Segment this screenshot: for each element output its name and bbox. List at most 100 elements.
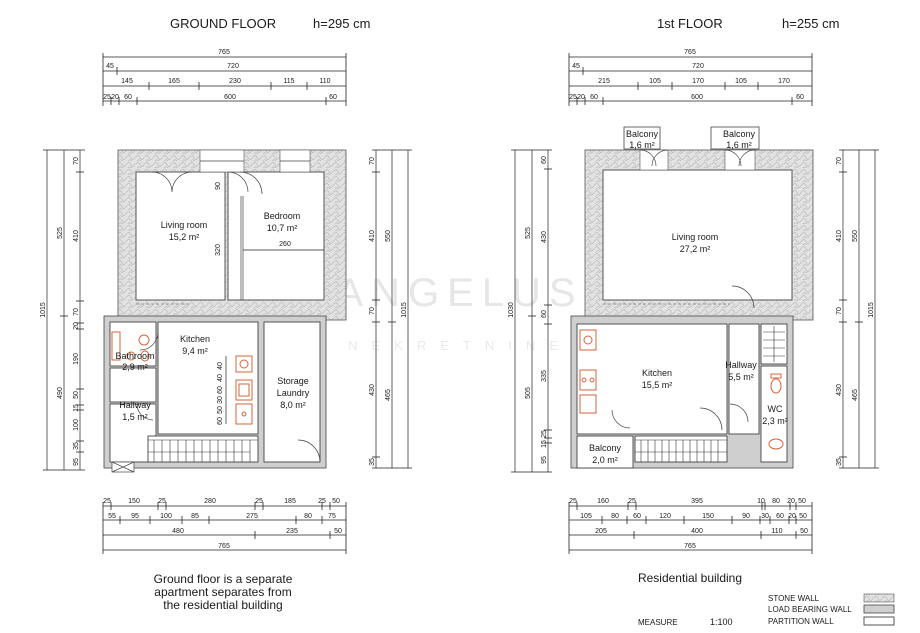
first-bottom-dimensions: 25 160 25 395 10 80 20 50 105 80 60 120 …: [568, 498, 813, 554]
dim-label: 145: [121, 78, 133, 85]
dim-label: 20: [787, 498, 795, 505]
dim-label: 35: [836, 458, 843, 466]
dim-label: 95: [73, 458, 80, 466]
dim-label: 320: [215, 244, 222, 256]
room-name: Hallway: [119, 400, 151, 410]
dim-label: 150: [128, 498, 140, 505]
ground-floor-height: h=295 cm: [313, 16, 370, 31]
ground-right-dimensions: 70 410 70 430 35 550 465 1015: [369, 149, 412, 469]
dim-label: 50: [332, 498, 340, 505]
dim-label: 25: [103, 498, 111, 505]
dim-label: 60: [633, 513, 641, 520]
dim-label: 25: [318, 498, 326, 505]
kitchen-area: [576, 323, 728, 435]
dim-label: 55: [108, 513, 116, 520]
dim-label: 90: [742, 513, 750, 520]
load-bearing-swatch: [863, 604, 895, 614]
dim-label: 25: [569, 94, 577, 101]
dim-label: 80: [611, 513, 619, 520]
dim-label: 260: [279, 241, 291, 248]
dim-label: 400: [691, 528, 703, 535]
dim-label: 490: [57, 387, 64, 399]
sanitary-fixtures: [111, 331, 253, 425]
dim-label: 280: [204, 498, 216, 505]
dim-label: 205: [595, 528, 607, 535]
first-left-dimensions: 1030 525 505 60 430 60 335 25 15 95: [508, 149, 552, 473]
room-area: 2,3 m²: [762, 416, 788, 426]
scale-value: 1:100: [710, 617, 733, 627]
measure-label: MEASURE: [638, 618, 678, 627]
dim-label: 25: [255, 498, 263, 505]
dim-label: 550: [852, 230, 859, 242]
storage-area: [263, 321, 321, 463]
dim-label: 105: [580, 513, 592, 520]
ground-floor-title: GROUND FLOOR: [170, 16, 276, 31]
dim-label: 60: [796, 94, 804, 101]
dim-label: 40: [217, 374, 224, 382]
room-area: 2,0 m²: [592, 455, 618, 465]
ground-caption-line: the residential building: [163, 598, 282, 612]
balcony-top-right: [710, 126, 760, 150]
living-room-area: [602, 169, 793, 301]
first-floor-title: 1st FLOOR: [657, 16, 723, 31]
room-name: Laundry: [277, 388, 310, 398]
first-right-dimensions: 70 410 70 430 35 550 465 1015: [836, 149, 879, 469]
bathroom-area: [109, 321, 157, 367]
dim-label: 60: [217, 417, 224, 425]
dim-label: 15: [73, 404, 80, 412]
dim-label: 50: [798, 498, 806, 505]
first-floor-plan: 1st FLOOR h=255 cm 765 45 720 215 105 17…: [508, 16, 879, 585]
room-name: Bathroom: [115, 351, 154, 361]
dim-label: 185: [284, 498, 296, 505]
dim-label: 20: [577, 94, 585, 101]
dim-label: 215: [598, 78, 610, 85]
dim-label: 720: [227, 63, 239, 70]
dim-label: 765: [218, 49, 230, 56]
dim-label: 85: [191, 513, 199, 520]
dim-label: 50: [217, 406, 224, 414]
bedroom-area: [227, 171, 325, 301]
dim-label: 150: [702, 513, 714, 520]
dim-label: 170: [778, 78, 790, 85]
room-area: 1,5 m²: [122, 412, 148, 422]
dim-label: 95: [131, 513, 139, 520]
dim-label: 430: [369, 384, 376, 396]
dim-label: 100: [73, 419, 80, 431]
dim-label: 50: [334, 528, 342, 535]
living-room-area: [135, 171, 226, 301]
first-top-dimensions: 765 45 720 215 105 170 105 170 25 20 60 …: [568, 49, 813, 106]
dim-label: 25: [569, 498, 577, 505]
dim-label: 165: [168, 78, 180, 85]
dim-label: 60: [590, 94, 598, 101]
kitchen-area: [157, 321, 259, 435]
dim-label: 80: [772, 498, 780, 505]
room-area: 15,2 m²: [169, 232, 200, 242]
dim-label: 90: [215, 182, 222, 190]
dim-label: 60: [776, 513, 784, 520]
legend: STONE WALL LOAD BEARING WALL PARTITION W…: [638, 593, 895, 627]
dim-label: 40: [217, 362, 224, 370]
dim-label: 110: [319, 78, 330, 85]
dim-label: 505: [525, 387, 532, 399]
dim-label: 15: [541, 440, 548, 448]
dim-label: 430: [836, 384, 843, 396]
dim-label: 230: [229, 78, 241, 85]
room-area: 8,0 m²: [280, 400, 306, 410]
dim-label: 600: [691, 94, 703, 101]
dim-label: 465: [852, 389, 859, 401]
dim-label: 30: [217, 396, 224, 404]
dim-label: 75: [328, 513, 336, 520]
dim-label: 35: [369, 458, 376, 466]
dim-label: 235: [286, 528, 298, 535]
small-hall-area: [109, 367, 157, 403]
dim-label: 190: [73, 353, 80, 365]
room-name: Bedroom: [264, 211, 301, 221]
legend-item-label: STONE WALL: [768, 594, 820, 603]
dim-label: 70: [836, 307, 843, 315]
dim-label: 105: [649, 78, 661, 85]
dim-label: 70: [836, 157, 843, 165]
dim-label: 410: [369, 230, 376, 242]
dim-label: 20: [788, 513, 796, 520]
room-name: Kitchen: [180, 334, 210, 344]
dim-label: 100: [160, 513, 172, 520]
